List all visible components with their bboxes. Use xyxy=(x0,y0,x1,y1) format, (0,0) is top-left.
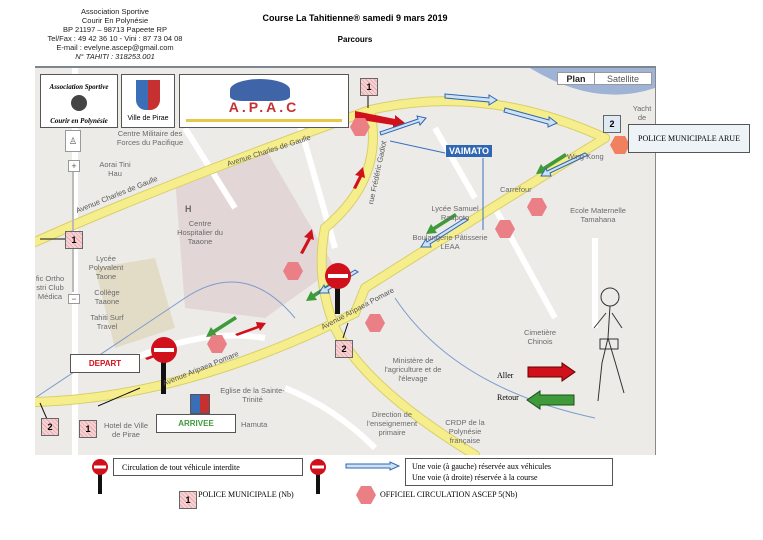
place-label: Boulangerie Pâtisserie LEAA xyxy=(412,233,488,251)
legend-no-entry: Circulation de tout véhicule interdite xyxy=(113,458,303,476)
police-marker: 1 xyxy=(65,231,83,249)
assoc-line: E-mail : evelyne.ascep@gmail.com xyxy=(56,43,174,52)
place-label: fic Ortho stri Club Médica xyxy=(35,274,65,301)
officiel-marker xyxy=(350,118,370,136)
place-label: Cimetière Chinois xyxy=(523,328,557,346)
officiel-marker xyxy=(610,136,630,154)
police-marker: 2 xyxy=(335,340,353,358)
zoom-out-button[interactable]: − xyxy=(68,294,80,304)
vaimato-label: VAIMATO xyxy=(446,145,492,157)
retour-arrows xyxy=(206,153,567,337)
apac-logo: A.P.A.C xyxy=(179,74,349,128)
lane-arrows xyxy=(318,93,590,294)
legend-officiel: OFFICIEL CIRCULATION ASCEP 5(Nb) xyxy=(380,490,518,499)
legend-lane-line: Une voie (à droite) réservée à la course xyxy=(412,473,538,482)
legend-lanes: Une voie (à gauche) réservée aux véhicul… xyxy=(405,458,613,486)
hospital-icon: H xyxy=(185,204,192,214)
place-label: Centre Militaire des Forces du Pacifique xyxy=(116,129,184,147)
apac-logo-text: A.P.A.C xyxy=(228,99,300,115)
ascep-logo-text: Association Sportive xyxy=(49,83,109,91)
police-marker: 1 xyxy=(360,78,378,96)
retour-arrow-icon xyxy=(526,390,575,410)
pirae-small-logo xyxy=(190,394,210,414)
satellite-view-button[interactable]: Satellite xyxy=(594,72,652,85)
assoc-line: Courir En Polynésie xyxy=(81,16,149,25)
place-label: Ministère de l'agriculture et de l'éleva… xyxy=(384,356,442,383)
association-info: Association Sportive Courir En Polynésie… xyxy=(30,7,200,61)
aller-arrow-icon xyxy=(527,362,576,382)
page-subtitle: Parcours xyxy=(337,35,373,44)
vaimato-pointers xyxy=(389,140,484,230)
place-label: Wing Kong xyxy=(567,152,604,161)
place-label: Aorai Tini Hau xyxy=(99,160,131,178)
runner-illustration xyxy=(593,287,625,402)
place-label: Lycée Samuel Raapoto xyxy=(431,204,479,222)
place-label: Hotel de Ville de Pirae xyxy=(103,421,149,439)
place-label: Direction de l'enseignement primaire xyxy=(366,410,418,437)
officiel-marker xyxy=(283,262,303,280)
assoc-line: Tel/Fax : 49 42 36 10 - Vini : 87 73 04 … xyxy=(47,34,183,43)
police-marker: 2 xyxy=(603,115,621,133)
aller-label: Aller xyxy=(497,371,514,380)
place-label: Eglise de la Sainte-Trinité xyxy=(220,386,285,404)
place-label: Hamuta xyxy=(241,420,268,429)
place-label: Lycée Polyvalent Taone xyxy=(88,254,124,281)
assoc-line: Association Sportive xyxy=(81,7,149,16)
tahiti-number: N° TAHITI : 318253.001 xyxy=(75,52,155,61)
no-entry-icon xyxy=(310,459,326,494)
school-area xyxy=(95,258,175,348)
river xyxy=(394,297,596,419)
place-label: Ecole Maternelle Tamahana xyxy=(570,206,626,224)
police-marker: 1 xyxy=(79,420,97,438)
place-label: Carrefour xyxy=(500,185,532,194)
no-entry-signs xyxy=(151,263,351,394)
plan-view-button[interactable]: Plan xyxy=(557,72,595,85)
zoom-in-button[interactable]: + xyxy=(68,160,80,172)
place-label: Centre Hospitalier du Taaone xyxy=(177,219,223,246)
police-marker: 2 xyxy=(41,418,59,436)
officiel-marker xyxy=(207,335,227,353)
place-label: Collège Taaone xyxy=(94,288,120,306)
legend-police-marker: 1 xyxy=(179,491,197,509)
arrivee-label: ARRIVEE xyxy=(156,414,236,433)
officiel-marker xyxy=(495,220,515,238)
pirae-logo: Ville de Pirae xyxy=(121,74,175,128)
pirae-logo-text: Ville de Pirae xyxy=(127,115,169,122)
legend-police: POLICE MUNICIPALE (Nb) xyxy=(198,490,294,499)
assoc-line: BP 21197 – 98713 Papeete RP xyxy=(63,25,167,34)
no-entry-icon xyxy=(92,459,108,494)
place-label: Tahiti Surf Travel xyxy=(90,313,124,331)
retour-label: Retour xyxy=(497,393,519,402)
depart-label: DEPART xyxy=(70,354,140,373)
street-view-pegman-icon[interactable]: ♙ xyxy=(65,130,81,152)
officiel-marker xyxy=(365,314,385,332)
place-label: Yacht de xyxy=(632,104,652,122)
police-arue-label: POLICE MUNICIPALE ARUE xyxy=(628,124,750,153)
place-label: CRDP de la Polynésie française xyxy=(445,418,485,445)
page-title: Course La Tahitienne® samedi 9 mars 2019 xyxy=(262,13,448,23)
legend-lane-line: Une voie (à gauche) réservée aux véhicul… xyxy=(412,462,552,471)
officiel-marker xyxy=(527,198,547,216)
legend-officiel-marker xyxy=(356,486,376,504)
lane-arrow-icon xyxy=(345,461,401,471)
svg-text:Courir en Polynésie: Courir en Polynésie xyxy=(50,117,108,125)
